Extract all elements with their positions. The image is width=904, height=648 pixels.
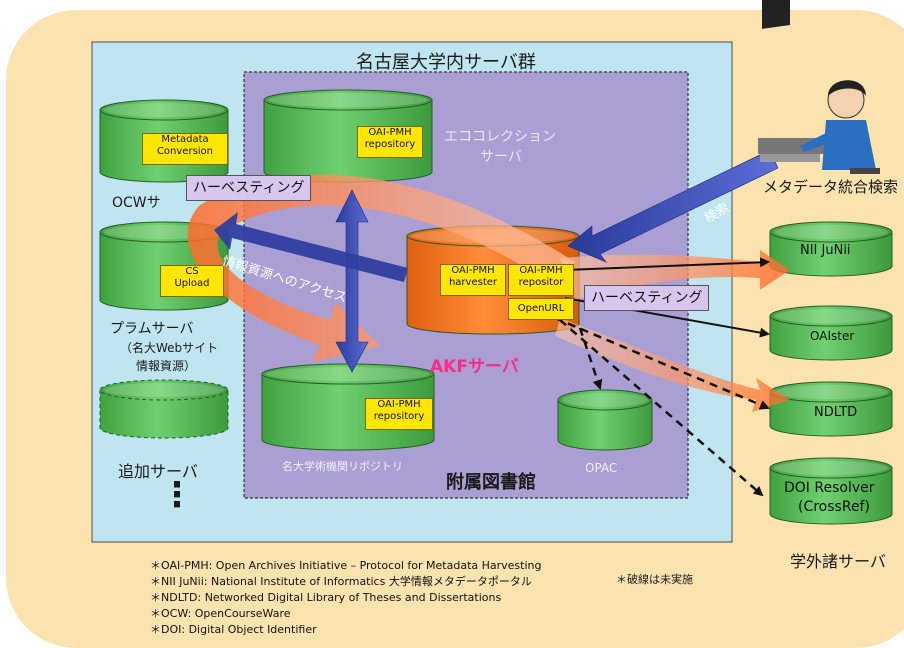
- program-server-sub1: （名大Webサイト: [120, 341, 219, 355]
- arrow-to-nii: [564, 257, 770, 271]
- ecollection-repository-cylinder: [263, 89, 433, 183]
- dashed-arrow-to-opac: [578, 327, 603, 390]
- doi-label-2: (CrossRef): [798, 499, 870, 515]
- csv-upload-line2: Upload: [174, 278, 210, 289]
- opac-cylinder: [557, 389, 653, 451]
- user-at-computer-icon: [758, 0, 880, 174]
- note-doi: ＊DOI: Digital Object Identifier: [150, 623, 317, 636]
- oai-repository-bottom-line1: OAI-PMH: [377, 399, 421, 410]
- institutional-repository-cylinder: [261, 363, 435, 451]
- akf-repository-label: OAI-PMH repositor: [508, 264, 574, 296]
- doi-label-1: DOI Resolver: [784, 480, 875, 496]
- ndltd-cylinder: [769, 381, 893, 437]
- akf-harvester-label: OAI-PMH harvester: [440, 264, 506, 296]
- dashed-arrow-to-ndltd: [554, 316, 770, 410]
- oaister-label: OAIster: [810, 329, 855, 343]
- dashed-arrow-to-doi: [559, 319, 764, 497]
- oai-repository-bottom-line2: repository: [373, 411, 425, 422]
- harvesting-label-left: ハーベスティング: [186, 175, 312, 201]
- program-server-sub2: 情報資源）: [136, 359, 197, 373]
- metadata-conversion-line2: Conversion: [156, 146, 214, 157]
- akf-server-label: AKFサーバ: [430, 357, 519, 377]
- ellipsis: ⋮: [160, 475, 194, 515]
- doi-resolver-cylinder: [769, 457, 893, 525]
- akf-harvester-line1: OAI-PMH: [451, 265, 495, 276]
- ecollection-title-2: サーバ: [480, 149, 522, 165]
- library-label: 附属図書館: [446, 472, 536, 493]
- csv-upload-line1: CS: [185, 266, 199, 277]
- program-server-label: プラムサーバ: [110, 321, 194, 337]
- ndltd-label: NDLTD: [814, 405, 858, 420]
- note-ndltd: ＊NDLTD: Networked Digital Library of The…: [150, 591, 502, 604]
- campus-title: 名古屋大学内サーバ群: [356, 52, 536, 73]
- metadata-conversion-line1: Metadata: [161, 134, 209, 145]
- oaister-cylinder: [769, 305, 893, 361]
- vertical-exchange-arrow: [335, 189, 369, 373]
- metadata-conversion-label: Metadata Conversion: [142, 133, 228, 165]
- search-label: メタデータ統合検索: [763, 178, 899, 196]
- dashed-note: ＊破線は未実施: [616, 573, 693, 586]
- csv-upload-label: CS Upload: [160, 265, 224, 297]
- repository-label: 名大学術機関リポジトリ: [282, 460, 403, 473]
- oai-repository-top-line1: OAI-PMH: [368, 127, 412, 138]
- extra-server-cylinder: [99, 379, 229, 439]
- akf-harvester-line2: harvester: [448, 277, 498, 288]
- harvesting-label-right: ハーベスティング: [584, 285, 710, 311]
- akf-repository-line1: OAI-PMH: [519, 265, 563, 276]
- extra-server-label: 追加サーバ: [118, 462, 198, 481]
- nii-junii-cylinder: [769, 221, 893, 277]
- harvesting-arrow-left: [187, 174, 575, 362]
- akf-repository-line2: repositor: [518, 277, 564, 288]
- opac-label: OPAC: [585, 461, 618, 475]
- nii-label: NII JuNii: [800, 243, 851, 258]
- oai-repository-top-label: OAI-PMH repository: [357, 126, 423, 158]
- oai-repository-top-line2: repository: [364, 139, 416, 150]
- ecollection-title-1: エココレクション: [444, 129, 556, 145]
- access-arrow: [214, 212, 408, 282]
- external-group-label: 学外諸サーバ: [790, 552, 886, 571]
- oai-repository-bottom-label: OAI-PMH repository: [365, 398, 433, 430]
- note-oai-pmh: ＊OAI-PMH: Open Archives Initiative – Pro…: [150, 559, 542, 572]
- note-ocw: ＊OCW: OpenCourseWare: [150, 607, 291, 620]
- ocw-server-label: OCWサ: [112, 195, 161, 211]
- openurl-label: OpenURL: [508, 298, 574, 320]
- note-nii-junii: ＊NII JuNii: National Institute of Inform…: [150, 575, 532, 588]
